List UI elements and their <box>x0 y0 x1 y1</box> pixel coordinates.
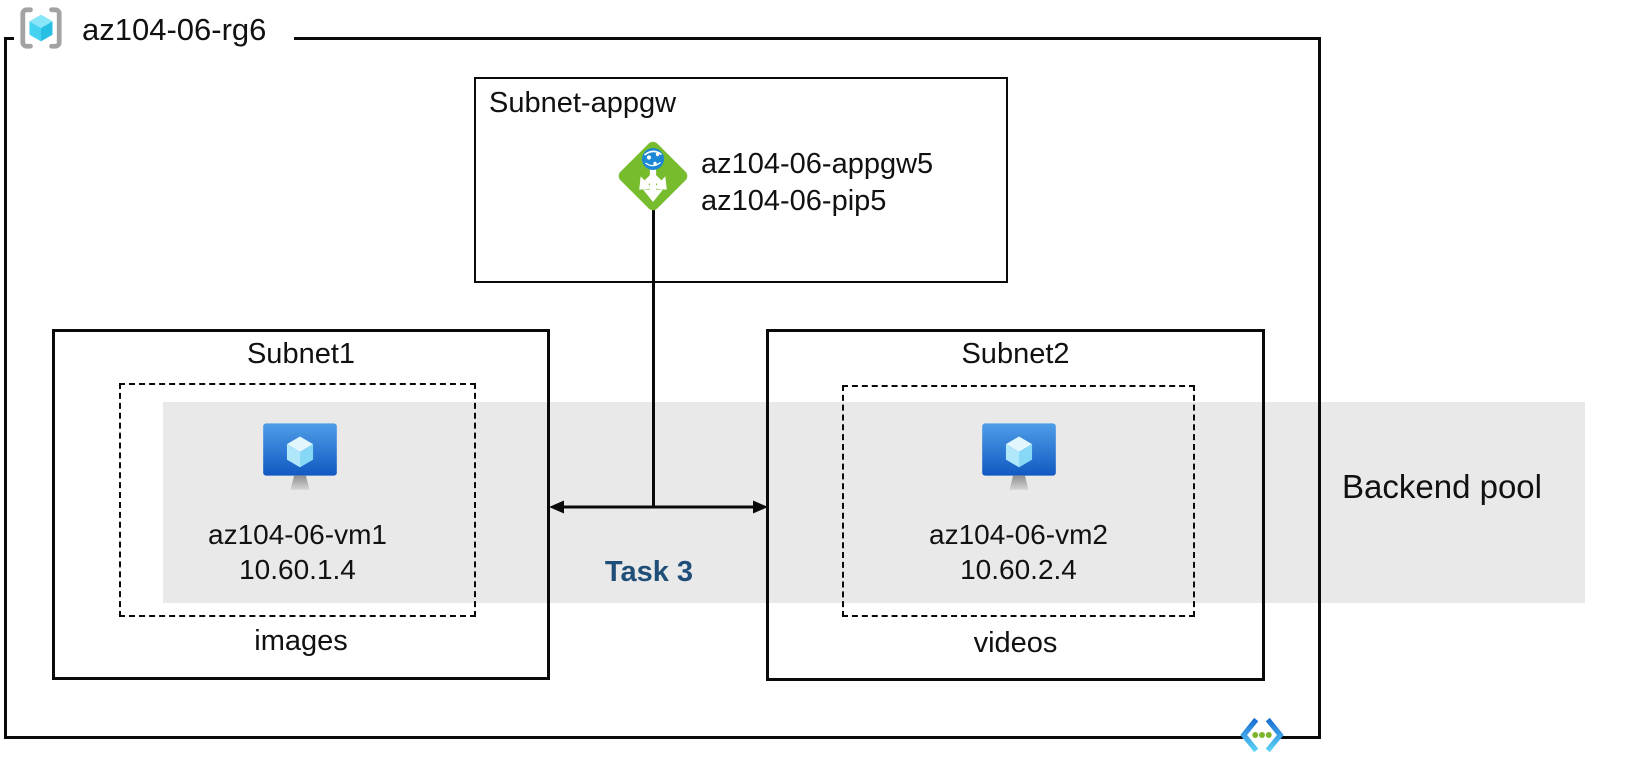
resource-group-icon <box>18 5 64 56</box>
subnet2-app-label: videos <box>973 627 1058 659</box>
appgw-name: az104-06-appgw5 <box>701 148 934 180</box>
vm2-ip: 10.60.2.4 <box>960 554 1077 585</box>
vm2-name: az104-06-vm2 <box>929 519 1108 550</box>
vm2-text-block: az104-06-vm2 10.60.2.4 <box>842 517 1195 587</box>
subnet-double-arrow <box>549 499 768 515</box>
virtual-network-icon <box>1236 714 1288 756</box>
subnet2-title: Subnet2 <box>961 338 1070 370</box>
subnet1-title: Subnet1 <box>246 338 356 370</box>
subnet2-box <box>766 329 1265 681</box>
subnet-appgw-box <box>474 77 1008 283</box>
resource-group-title: az104-06-rg6 <box>82 12 267 47</box>
application-gateway-icon <box>611 134 695 218</box>
subnet1-vm-group <box>119 383 476 617</box>
appgw-text-block: az104-06-appgw5 az104-06-pip5 <box>701 146 933 220</box>
backend-pool-band <box>163 402 1585 603</box>
subnet-appgw-title: Subnet-appgw <box>489 87 677 119</box>
resource-group-header: az104-06-rg6 <box>14 3 295 57</box>
resource-group-box <box>4 37 1321 739</box>
task-label: Task 3 <box>604 556 694 588</box>
gateway-connector-line <box>652 210 655 507</box>
virtual-machine-icon <box>262 422 338 496</box>
backend-pool-label: Backend pool <box>1342 468 1542 505</box>
vm1-text-block: az104-06-vm1 10.60.1.4 <box>119 517 476 587</box>
subnet1-box <box>52 329 550 680</box>
subnet2-vm-group <box>842 385 1195 617</box>
appgw-public-ip: az104-06-pip5 <box>701 185 887 217</box>
vm1-name: az104-06-vm1 <box>208 519 387 550</box>
virtual-machine-icon <box>981 422 1057 496</box>
vm1-ip: 10.60.1.4 <box>239 554 356 585</box>
subnet1-app-label: images <box>254 625 348 657</box>
